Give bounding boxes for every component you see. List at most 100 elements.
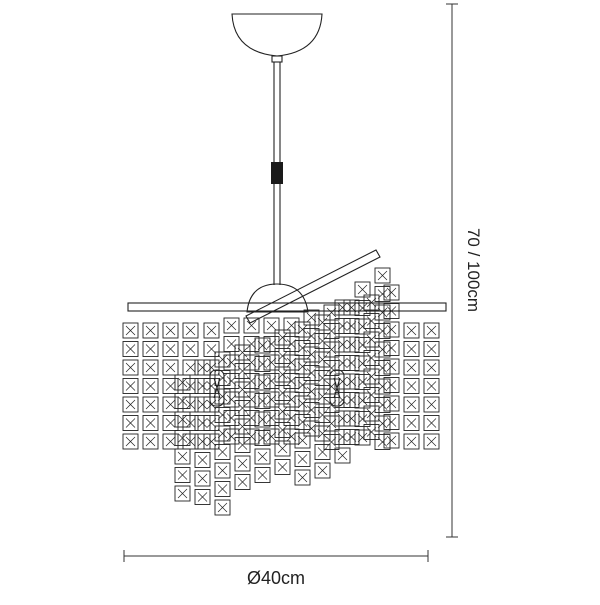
crystal-facet — [277, 443, 288, 454]
crystal-facet — [426, 399, 437, 410]
crystal-bead — [403, 396, 420, 413]
crystal-bead — [122, 378, 139, 394]
crystal-facet — [185, 399, 196, 410]
crystal-facet — [165, 436, 176, 447]
crystal-bead — [323, 360, 340, 376]
rod-coupler — [271, 162, 283, 184]
light-bulb-left — [209, 369, 225, 407]
crystal-bead — [223, 354, 240, 371]
crystal-strand — [142, 322, 159, 450]
crystal-facet — [177, 451, 188, 462]
crystal-bead — [334, 336, 351, 353]
crystal-facet — [317, 428, 328, 439]
crystal-facet — [266, 339, 277, 349]
crystal-facet — [306, 368, 317, 378]
crystal-bead — [334, 447, 351, 464]
crystal-strand — [383, 284, 400, 449]
crystal-bead — [203, 322, 220, 339]
crystal-bead — [174, 448, 191, 465]
crystal-bead — [294, 321, 311, 338]
crystal-bead — [354, 429, 371, 446]
height-label: 70 / 100cm — [464, 228, 483, 312]
crystal-facet — [346, 339, 357, 350]
crystal-facet — [277, 332, 288, 343]
crystal-facet — [125, 381, 136, 391]
crystal-bead — [363, 368, 380, 385]
crystal-facet — [246, 376, 257, 386]
crystal-facet — [185, 344, 196, 354]
crystal-facet — [125, 418, 136, 428]
crystal-bead — [354, 411, 371, 427]
crystal-facet — [297, 417, 308, 427]
crystal-bead — [254, 448, 271, 465]
crystal-facet — [337, 413, 348, 424]
crystal-facet — [357, 377, 368, 387]
crystal-bead — [142, 378, 159, 394]
crystal-facet — [165, 381, 176, 391]
crystal-facet — [177, 470, 188, 480]
crystal-strand — [263, 317, 280, 445]
crystal-facet — [206, 344, 217, 354]
crystal-bead — [214, 481, 231, 497]
crystal-facet — [366, 297, 377, 308]
crystal-bead — [423, 396, 440, 413]
crystal-bead — [354, 355, 371, 372]
crystal-facet — [185, 362, 196, 373]
crystal-facet — [346, 395, 357, 405]
crystal-strand — [283, 317, 300, 445]
crystal-bead — [283, 428, 300, 445]
crystal-strand — [423, 322, 440, 450]
crystal-bead — [374, 267, 391, 284]
crystal-facet — [266, 394, 277, 405]
crystal-bead — [174, 374, 191, 391]
crystal-bead — [363, 350, 380, 366]
crystal-bead — [283, 354, 300, 371]
crystal-bead — [254, 467, 271, 483]
crystal-facet — [197, 492, 208, 502]
crystal-facet — [386, 380, 397, 390]
crystal-bead — [423, 341, 440, 357]
crystal-facet — [306, 312, 317, 323]
suspension-rod — [271, 55, 283, 285]
crystal-facet — [266, 376, 277, 386]
crystal-bead — [294, 340, 311, 356]
crystal-bead — [194, 433, 211, 450]
height-dimension: 70 / 100cm — [446, 3, 483, 538]
crystal-facet — [297, 472, 308, 483]
crystal-facet — [177, 433, 188, 443]
crystal-bead — [194, 470, 211, 487]
crystal-facet — [145, 399, 156, 410]
crystal-bead — [403, 415, 420, 431]
crystal-facet — [226, 357, 237, 368]
crystal-bead — [243, 373, 260, 389]
crystal-bead — [274, 366, 291, 383]
crystal-bead — [223, 336, 240, 352]
crystal-bead — [303, 383, 320, 400]
crystal-facet — [246, 320, 257, 331]
crystal-facet — [386, 343, 397, 353]
crystal-bead — [243, 410, 260, 426]
crystal-facet — [145, 344, 156, 354]
light-bulb-right — [329, 369, 345, 407]
crystal-facet — [337, 358, 348, 368]
crystal-bead — [122, 359, 139, 376]
crystal-facet — [237, 421, 248, 432]
crystal-facet — [377, 437, 388, 447]
crystal-bead — [403, 341, 420, 357]
crystal-facet — [357, 358, 368, 369]
crystal-facet — [206, 436, 217, 447]
crystal-bead — [294, 469, 311, 486]
crystal-bead — [374, 286, 391, 302]
crystal-bead — [194, 415, 211, 431]
crystal-bead — [162, 433, 179, 450]
crystal-facet — [257, 396, 268, 406]
crystal-facet — [217, 465, 228, 476]
crystal-facet — [226, 320, 237, 331]
crystal-bead — [334, 299, 351, 316]
crystal-facet — [337, 432, 348, 442]
crystal-facet — [286, 320, 297, 331]
crystal-facet — [426, 344, 437, 354]
crystal-bead — [214, 370, 231, 386]
crystal-bead — [142, 433, 159, 450]
crystal-strand — [303, 309, 320, 437]
